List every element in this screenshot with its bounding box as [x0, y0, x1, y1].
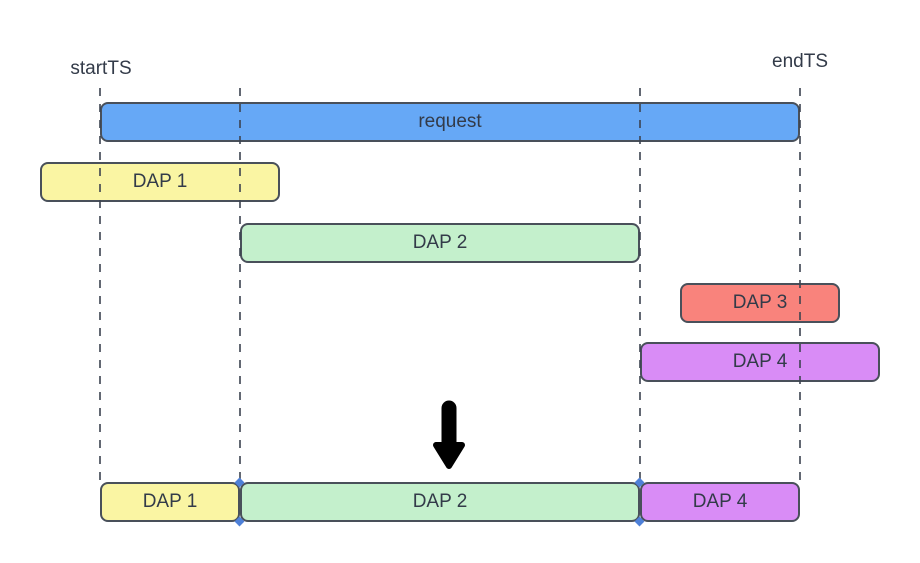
dap-4-bar: DAP 4	[640, 342, 880, 382]
start-ts-label: startTS	[70, 58, 132, 79]
down-arrow-icon	[431, 399, 467, 473]
result-dap-2-bar: DAP 2	[240, 482, 640, 522]
result-dap-2-label: DAP 2	[412, 491, 468, 512]
request-bar: request	[100, 102, 800, 142]
result-dap-1-bar: DAP 1	[100, 482, 240, 522]
dap-3-bar: DAP 3	[680, 283, 840, 323]
end-ts-label: endTS	[772, 51, 828, 72]
result-dap-1-label: DAP 1	[142, 491, 198, 512]
dap-3-bar-label: DAP 3	[732, 292, 788, 313]
dap-1-bar: DAP 1	[40, 162, 280, 202]
dap-2-bar-label: DAP 2	[412, 232, 468, 253]
dap-1-bar-label: DAP 1	[132, 171, 188, 192]
request-bar-label: request	[418, 111, 482, 132]
dap-4-bar-label: DAP 4	[732, 351, 788, 372]
result-dap-4-label: DAP 4	[692, 491, 748, 512]
result-dap-4-bar: DAP 4	[640, 482, 800, 522]
dap-2-bar: DAP 2	[240, 223, 640, 263]
